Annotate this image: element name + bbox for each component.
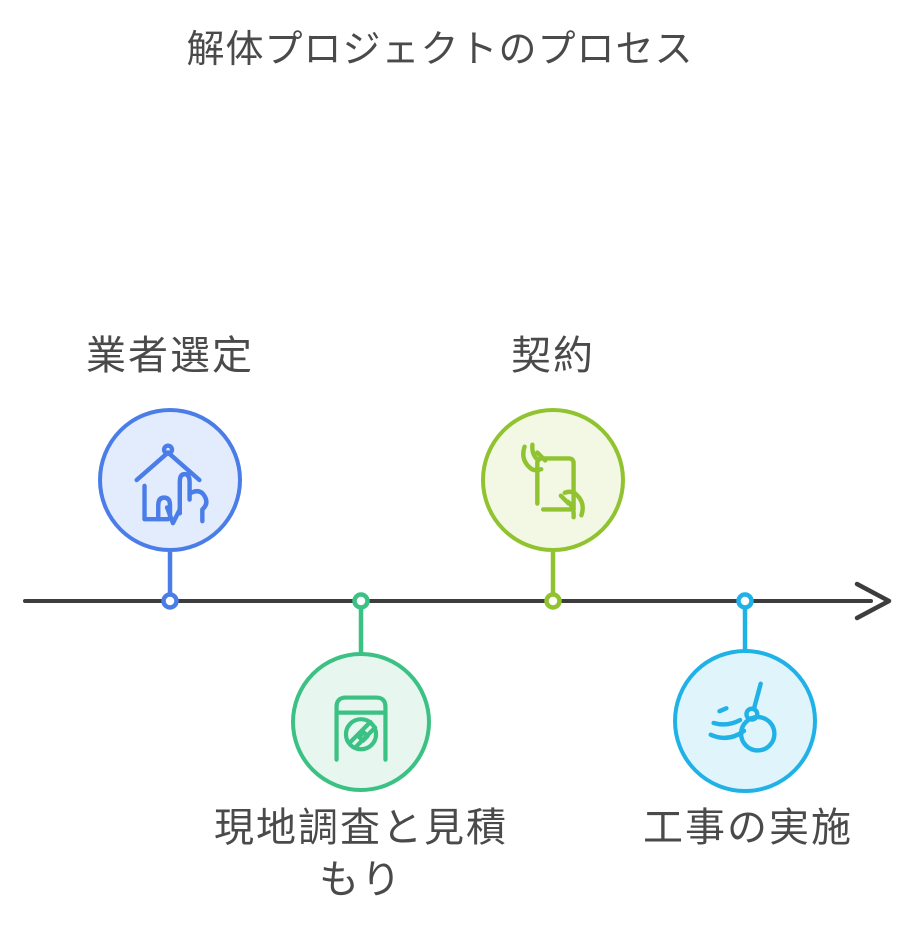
step-label: 契約 — [511, 334, 595, 378]
step-label: 現地調査と見積もり — [214, 806, 508, 902]
step-label: 工事の実施 — [643, 806, 853, 850]
diagram-title: 解体プロジェクトのプロセス — [186, 29, 694, 71]
step-label: 業者選定 — [86, 334, 254, 378]
step-marker — [161, 592, 179, 610]
contract-hands-icon — [521, 442, 585, 520]
step-circle — [98, 408, 242, 552]
survey-scan-icon — [334, 695, 388, 762]
arrow-right-icon — [854, 581, 892, 621]
step-marker — [736, 592, 754, 610]
step-circle — [673, 649, 817, 793]
step-marker — [544, 592, 562, 610]
wrecking-ball-icon — [708, 681, 777, 753]
step-circle — [291, 652, 431, 792]
step-marker — [352, 592, 370, 610]
step-circle — [481, 408, 625, 552]
house-select-icon — [134, 443, 209, 526]
